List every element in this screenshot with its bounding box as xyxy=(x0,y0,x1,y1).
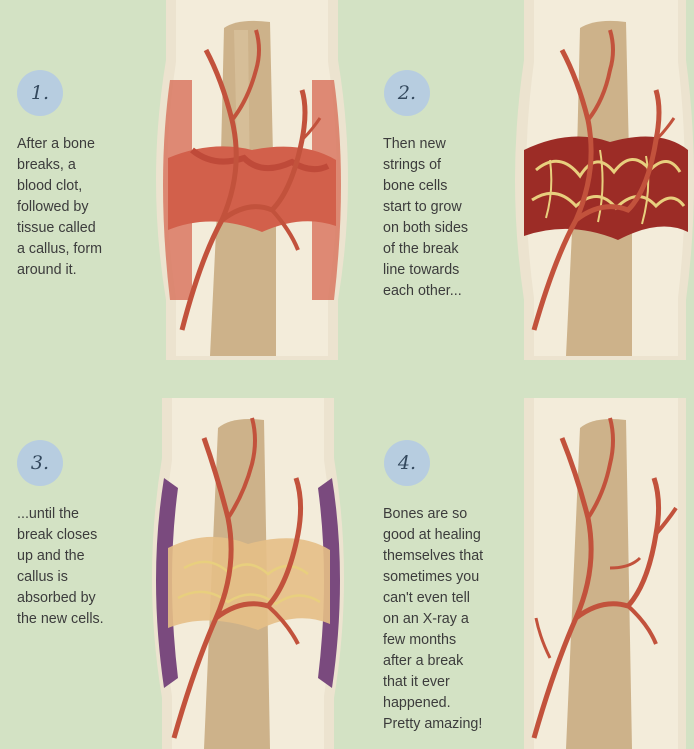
caption-line: Then new xyxy=(383,134,468,155)
caption-line: happened. xyxy=(383,693,483,714)
caption-line: on both sides xyxy=(383,218,468,239)
step-1-number-badge: 1. xyxy=(17,70,63,116)
caption-line: line towards xyxy=(383,260,468,281)
caption-line: followed by xyxy=(17,197,102,218)
caption-line: breaks, a xyxy=(17,155,102,176)
caption-line: can't even tell xyxy=(383,588,483,609)
caption-line: Bones are so xyxy=(383,504,483,525)
caption-line: on an X-ray a xyxy=(383,609,483,630)
step-1-illustration xyxy=(152,0,352,360)
caption-line: each other... xyxy=(383,281,468,302)
caption-line: of the break xyxy=(383,239,468,260)
caption-line: that it ever xyxy=(383,672,483,693)
caption-line: start to grow xyxy=(383,197,468,218)
caption-line: a callus, form xyxy=(17,239,102,260)
caption-line: around it. xyxy=(17,260,102,281)
caption-line: good at healing xyxy=(383,525,483,546)
caption-line: absorbed by xyxy=(17,588,104,609)
caption-line: callus is xyxy=(17,567,104,588)
caption-line: After a bone xyxy=(17,134,102,155)
step-2-caption: Then new strings of bone cells start to … xyxy=(383,134,468,302)
caption-line: few months xyxy=(383,630,483,651)
caption-line: themselves that xyxy=(383,546,483,567)
step-4-number-badge: 4. xyxy=(384,440,430,486)
step-4-illustration xyxy=(510,398,694,749)
caption-line: tissue called xyxy=(17,218,102,239)
step-3-illustration xyxy=(148,398,348,749)
step-3-number-badge: 3. xyxy=(17,440,63,486)
step-2-number-badge: 2. xyxy=(384,70,430,116)
caption-line: break closes xyxy=(17,525,104,546)
step-1-caption: After a bone breaks, a blood clot, follo… xyxy=(17,134,102,281)
caption-line: sometimes you xyxy=(383,567,483,588)
step-2-illustration xyxy=(510,0,694,360)
caption-line: the new cells. xyxy=(17,609,104,630)
caption-line: bone cells xyxy=(383,176,468,197)
caption-line: blood clot, xyxy=(17,176,102,197)
caption-line: ...until the xyxy=(17,504,104,525)
caption-line: strings of xyxy=(383,155,468,176)
step-3-caption: ...until the break closes up and the cal… xyxy=(17,504,104,630)
caption-line: Pretty amazing! xyxy=(383,714,483,735)
caption-line: after a break xyxy=(383,651,483,672)
step-4-caption: Bones are so good at healing themselves … xyxy=(383,504,483,735)
caption-line: up and the xyxy=(17,546,104,567)
